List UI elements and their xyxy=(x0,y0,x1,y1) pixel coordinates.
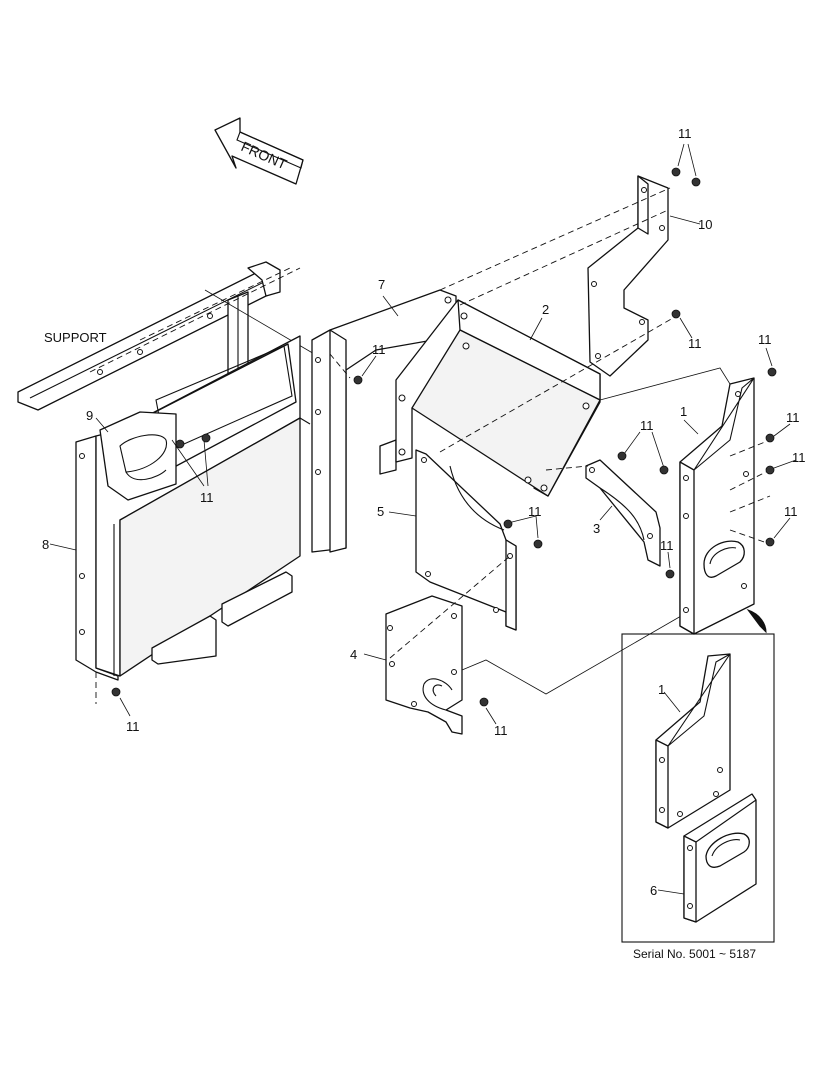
bolt-11 xyxy=(111,687,121,697)
callout-10: 10 xyxy=(698,217,712,232)
support-label: SUPPORT xyxy=(44,330,107,345)
bolt-11 xyxy=(201,433,211,443)
bolt-11 xyxy=(659,465,669,475)
part-5-plate xyxy=(388,449,517,631)
callout-6: 6 xyxy=(650,883,657,898)
bolt-11 xyxy=(665,569,675,579)
bolt-11 xyxy=(175,439,185,449)
part-1-bracket xyxy=(599,367,771,635)
callout-7: 7 xyxy=(378,277,385,292)
part-3-gusset xyxy=(545,431,665,567)
bolt-group xyxy=(111,143,797,725)
callout-11: 11 xyxy=(792,450,806,465)
part-7-bracket xyxy=(311,289,457,553)
bolt-11 xyxy=(691,177,701,187)
callout-8: 8 xyxy=(42,537,49,552)
callout-1-inset: 1 xyxy=(658,682,665,697)
callout-11: 11 xyxy=(786,410,800,425)
bolt-11 xyxy=(765,433,775,443)
callout-11: 11 xyxy=(758,332,772,347)
front-arrow: FRONT xyxy=(214,117,304,185)
bolt-11 xyxy=(617,451,627,461)
part-8-panel xyxy=(49,335,311,704)
part-9-bracket xyxy=(95,411,209,501)
callout-11: 11 xyxy=(640,418,654,433)
bolt-11 xyxy=(671,167,681,177)
callout-11: 11 xyxy=(784,504,798,519)
bolt-11 xyxy=(671,309,681,319)
part-2-shroud xyxy=(395,299,601,497)
callout-labels: 1 1 2 3 4 5 6 7 8 9 10 11 11 11 11 11 11… xyxy=(42,126,806,898)
bolt-11 xyxy=(765,465,775,475)
callout-11: 11 xyxy=(372,342,386,357)
part-4-plate xyxy=(363,555,689,735)
callout-1: 1 xyxy=(680,404,687,419)
callout-3: 3 xyxy=(593,521,600,536)
bolt-11 xyxy=(479,697,489,707)
callout-11: 11 xyxy=(494,723,508,738)
bolt-11 xyxy=(353,375,363,385)
callout-11: 11 xyxy=(200,490,214,505)
bolt-11 xyxy=(533,539,543,549)
bolt-11 xyxy=(767,367,777,377)
callout-11: 11 xyxy=(528,504,542,519)
callout-5: 5 xyxy=(377,504,384,519)
callout-11: 11 xyxy=(678,126,692,141)
callout-11: 11 xyxy=(660,538,674,553)
inset-caption: Serial No. 5001 ~ 5187 xyxy=(633,947,756,961)
callout-11: 11 xyxy=(126,719,140,734)
inset-serial-variant: Serial No. 5001 ~ 5187 xyxy=(621,633,775,961)
bolt-11 xyxy=(765,537,775,547)
part-10-bracket xyxy=(439,175,701,453)
callout-9: 9 xyxy=(86,408,93,423)
bolt-11 xyxy=(503,519,513,529)
callout-4: 4 xyxy=(350,647,357,662)
callout-11: 11 xyxy=(688,336,702,351)
callout-2: 2 xyxy=(542,302,549,317)
